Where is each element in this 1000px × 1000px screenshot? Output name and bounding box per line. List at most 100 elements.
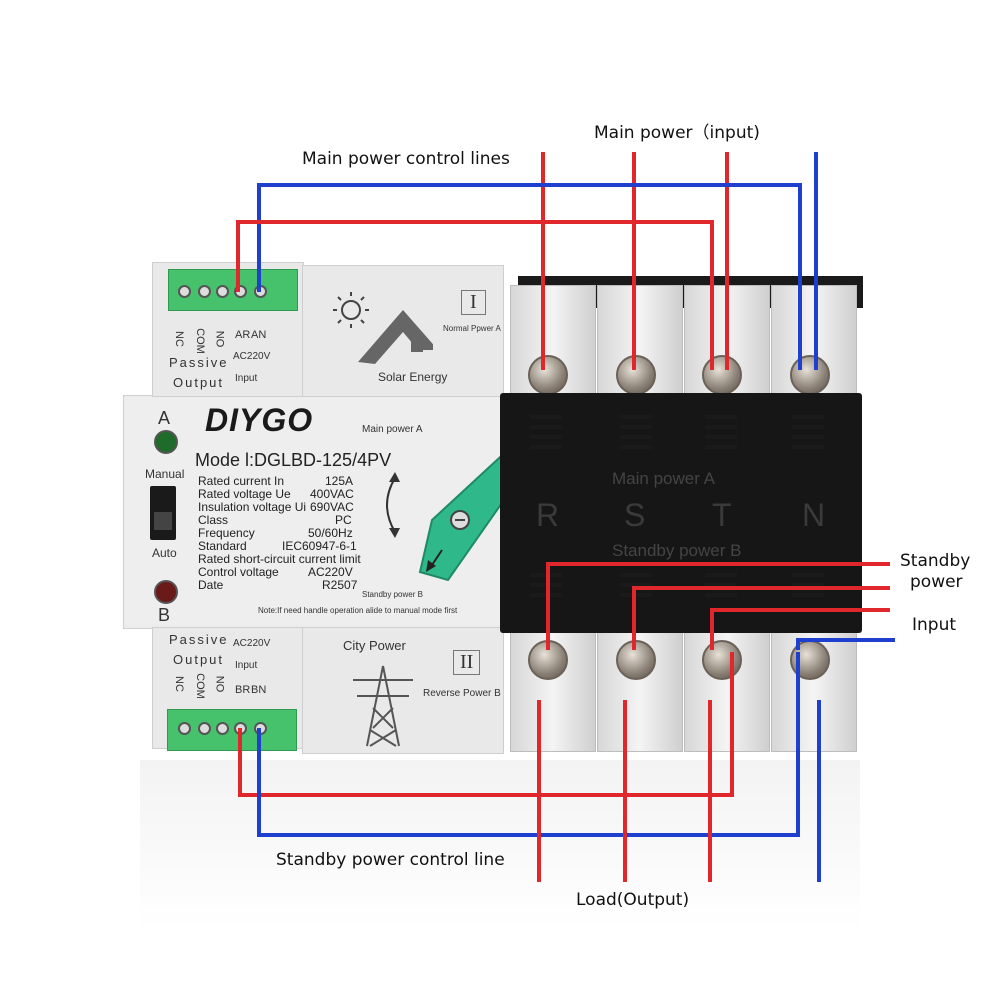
top-input-label: Input	[235, 373, 258, 384]
vent-slot	[620, 583, 652, 587]
spec-value: 400VAC	[310, 487, 354, 501]
standby-power-b-label: Standby power B	[362, 590, 423, 599]
top-ar-label: AR	[235, 329, 251, 341]
roman-one-label: I	[461, 290, 486, 315]
vent-slot	[792, 435, 824, 439]
spec-value: 690VAC	[310, 500, 354, 514]
reverse-power-label: Reverse Power B	[423, 688, 501, 699]
vent-slot	[530, 415, 562, 419]
vent-slot	[620, 415, 652, 419]
standby-control-wire-blue	[257, 652, 800, 837]
roman-two-label: II	[453, 650, 481, 675]
spec-value: IEC60947-6-1	[282, 539, 357, 553]
load-output-callout: Load(Output)	[576, 890, 690, 910]
bottom-output-label: Output	[173, 652, 225, 667]
main-control-wire-red	[236, 220, 714, 370]
vent-slot	[530, 435, 562, 439]
cover-standby-power-label: Standby power B	[612, 541, 742, 560]
vent-slot	[792, 445, 824, 449]
phase-t-label: T	[712, 497, 732, 533]
rotate-arrow-icon	[386, 472, 400, 538]
standby-input-wire-n	[796, 638, 895, 650]
vent-slot	[705, 583, 737, 587]
standby-input-wire-t	[710, 608, 890, 650]
vent-slot	[620, 573, 652, 577]
vent-slot	[620, 445, 652, 449]
terminal-bolt	[790, 355, 830, 395]
indicator-b-label: B	[158, 605, 171, 625]
solar-house-icon	[333, 292, 433, 364]
vent-slot	[530, 445, 562, 449]
phase-s-label: S	[624, 497, 646, 533]
vent-slot	[792, 415, 824, 419]
vent-slot	[620, 435, 652, 439]
city-power-label: City Power	[343, 638, 406, 653]
bottom-passive-label: Passive	[169, 632, 229, 647]
bottom-bn-label: BN	[251, 684, 267, 696]
indicator-a-led	[154, 430, 178, 454]
vent-slot	[705, 573, 737, 577]
spec-value: 125A	[325, 474, 354, 488]
top-output-label: Output	[173, 375, 225, 390]
vent-slot	[705, 415, 737, 419]
indicator-a-label: A	[158, 408, 171, 428]
vent-slot	[620, 425, 652, 429]
spec-label: Rated current In	[198, 474, 285, 488]
main-panel	[125, 397, 503, 625]
vent-slot	[792, 593, 824, 597]
spec-label: Insulation voltage Ui	[198, 500, 307, 514]
mode-switch[interactable]	[150, 486, 176, 540]
phase-r-label: R	[536, 497, 560, 533]
standby-control-wire-red	[238, 652, 734, 797]
top-an-label: AN	[251, 329, 267, 341]
brand-logo: DIYGO	[205, 402, 314, 438]
model-label: Mode l:DGLBD-125/4PV	[195, 450, 392, 470]
input-callout: Input	[912, 615, 957, 635]
spec-value: R2507	[322, 578, 358, 592]
transfer-handle[interactable]	[410, 440, 520, 590]
vent-slot	[530, 425, 562, 429]
terminal-screw	[216, 722, 229, 735]
terminal-screw	[178, 722, 191, 735]
terminal-screw	[198, 285, 211, 298]
spec-label: Rated short-circuit current limit	[198, 552, 361, 566]
auto-label: Auto	[152, 546, 177, 560]
top-ac220v-label: AC220V	[233, 351, 271, 362]
spec-label: Standard	[198, 539, 247, 553]
manual-label: Manual	[145, 467, 185, 481]
standby-input-wire-r	[546, 562, 890, 650]
power-tower-icon	[353, 665, 413, 747]
spec-label: Date	[198, 578, 224, 592]
main-power-input-callout: Main power（input)	[594, 123, 760, 143]
main-power-control-callout: Main power control lines	[302, 149, 510, 169]
solar-module: I Normal Ppwer A Solar Energy	[302, 265, 504, 397]
top-passive-label: Passive	[169, 355, 229, 370]
standby-power-callout-line2: power	[910, 572, 963, 592]
terminal-screw	[198, 722, 211, 735]
vent-slot	[705, 445, 737, 449]
vent-slot	[792, 583, 824, 587]
standby-control-callout: Standby power control line	[276, 850, 505, 870]
vent-slot	[792, 425, 824, 429]
vent-slot	[705, 593, 737, 597]
standby-power-callout-line1: Standby	[900, 551, 971, 571]
cover-main-power-label: Main power A	[612, 469, 715, 488]
spec-value: PC	[335, 513, 352, 527]
spec-value: 50/60Hz	[308, 526, 353, 540]
normal-power-label: Normal Ppwer A	[443, 324, 501, 333]
note-label: Note:If need handle operation alide to m…	[258, 606, 458, 615]
main-power-a-label: Main power A	[362, 424, 423, 435]
vent-slot	[705, 425, 737, 429]
spec-label: Control voltage	[198, 565, 279, 579]
terminal-bolt	[702, 640, 742, 680]
vent-slot	[792, 573, 824, 577]
city-power-module: City Power II Reverse Power B	[302, 627, 504, 754]
solar-energy-label: Solar Energy	[378, 370, 448, 384]
spec-value: AC220V	[308, 565, 353, 579]
standby-input-wire-s	[632, 586, 890, 650]
spec-label: Rated voltage Ue	[198, 487, 291, 501]
indicator-b-led	[154, 580, 178, 604]
mode-switch-knob	[154, 512, 172, 530]
terminal-screw	[178, 285, 191, 298]
